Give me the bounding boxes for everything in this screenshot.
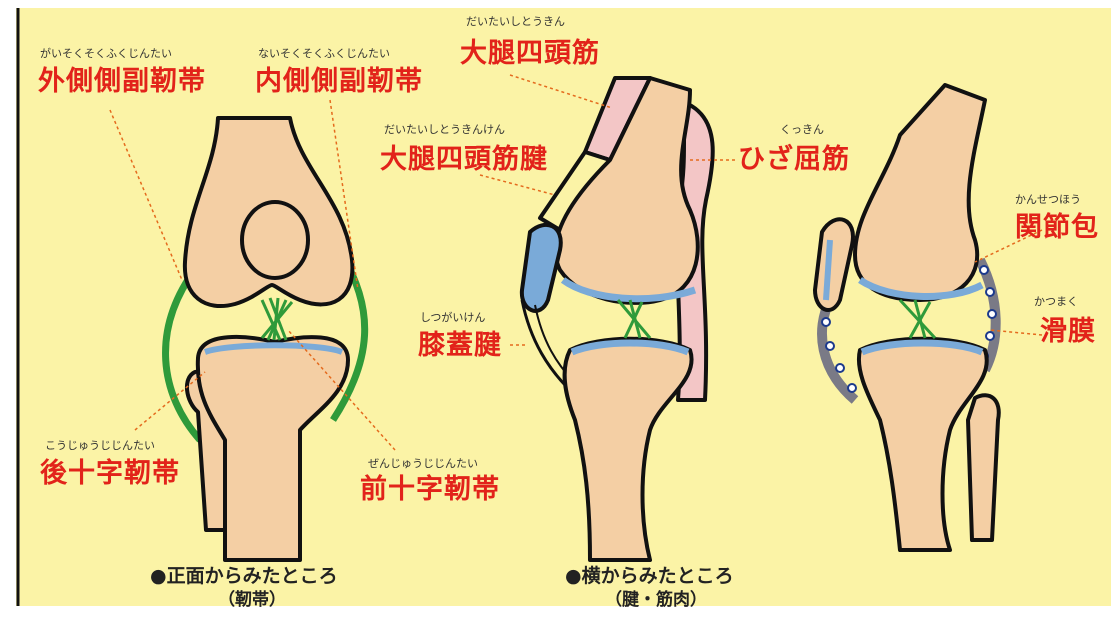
quadriceps-tendon-label: 大腿四頭筋腱 bbox=[380, 146, 548, 173]
anterior-cruciate-ruby: ぜんじゅうじじんたい bbox=[368, 458, 478, 469]
synovium-label: 滑膜 bbox=[1040, 318, 1096, 345]
joint-capsule-ruby: かんせつほう bbox=[1015, 194, 1081, 205]
lateral-collateral-ruby: がいそくそくふくじんたい bbox=[40, 48, 172, 59]
lateral-collateral-label: 外側側副靭帯 bbox=[38, 68, 206, 95]
quadriceps-ruby: だいたいしとうきん bbox=[466, 16, 565, 27]
capsule-fibula bbox=[968, 395, 999, 540]
hamstrings-label: ひざ屈筋 bbox=[738, 146, 850, 173]
quadriceps-label: 大腿四頭筋 bbox=[460, 40, 600, 67]
side-view-subcaption: （腱・筋肉） bbox=[605, 592, 707, 609]
joint-capsule-label: 関節包 bbox=[1015, 214, 1099, 241]
front-patella bbox=[242, 202, 308, 278]
posterior-cruciate-ruby: こうじゅうじじんたい bbox=[45, 440, 155, 451]
front-view-subcaption: （靭帯） bbox=[218, 592, 286, 609]
quadriceps-tendon-ruby: だいたいしとうきんけん bbox=[384, 124, 505, 135]
synovium-ruby: かつまく bbox=[1034, 296, 1078, 307]
patellar-tendon-ruby: しつがいけん bbox=[420, 312, 485, 323]
patellar-tendon-label: 膝蓋腱 bbox=[418, 332, 502, 359]
medial-collateral-label: 内側側副靭帯 bbox=[255, 68, 423, 95]
side-view-caption: ●横からみたところ bbox=[565, 567, 734, 586]
medial-collateral-ruby: ないそくそくふくじんたい bbox=[258, 48, 390, 59]
front-view-caption: ●正面からみたところ bbox=[150, 567, 338, 586]
anterior-cruciate-label: 前十字靭帯 bbox=[360, 476, 500, 503]
posterior-cruciate-label: 後十字靭帯 bbox=[40, 460, 180, 487]
hamstrings-ruby: くっきん bbox=[780, 124, 824, 135]
